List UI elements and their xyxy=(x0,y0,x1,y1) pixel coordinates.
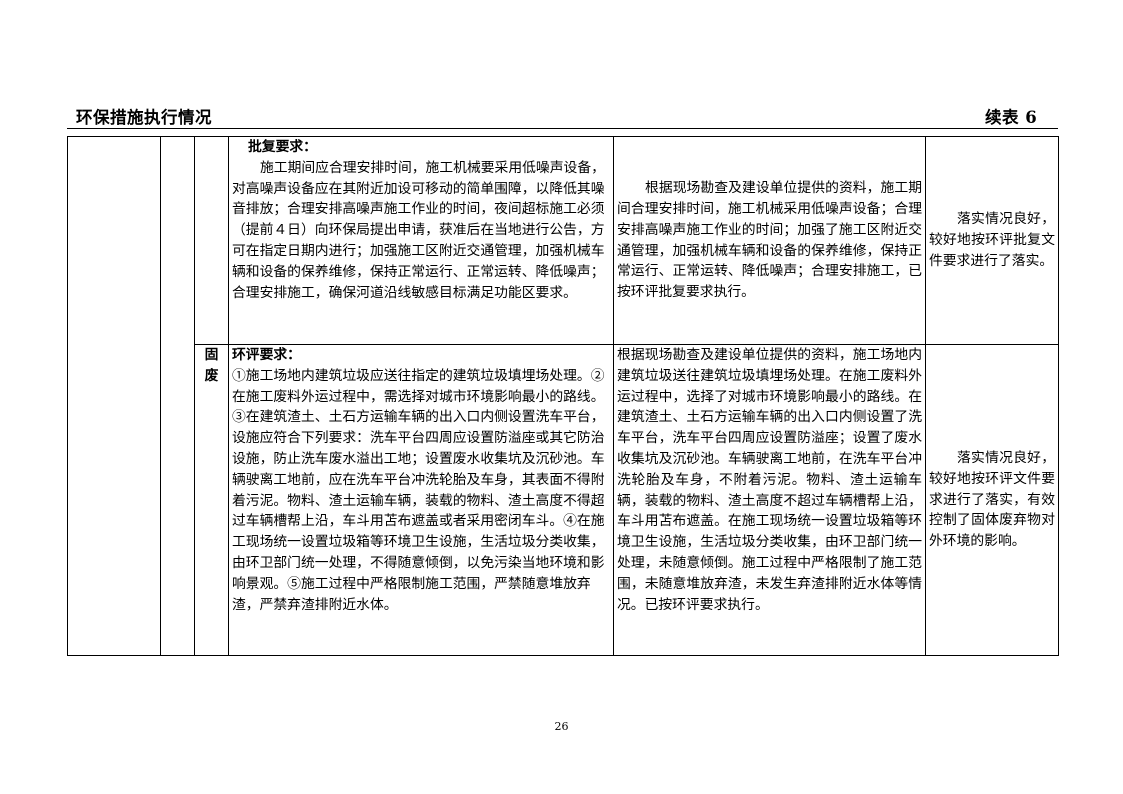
continuation-label: 续表 6 xyxy=(985,108,1038,127)
blank-cell-outer xyxy=(67,136,161,656)
implementation-cell: 根据现场勘查及建设单位提供的资料，施工期间合理安排时间，施工机械采用低噪声设备；… xyxy=(613,136,926,345)
implementation-cell: 根据现场勘查及建设单位提供的资料，施工场地内建筑垃圾送往建筑垃圾填埋场处理。在施… xyxy=(613,344,926,656)
implementation-text: 根据现场勘查及建设单位提供的资料，施工场地内建筑垃圾送往建筑垃圾填埋场处理。在施… xyxy=(617,347,922,613)
header-rule xyxy=(67,128,1058,129)
implementation-text: 根据现场勘查及建设单位提供的资料，施工期间合理安排时间，施工机械采用低噪声设备；… xyxy=(617,180,922,301)
conclusion-text: 落实情况良好，较好地按环评文件要求进行了落实，有效控制了固体废弃物对外环境的影响… xyxy=(929,450,1055,550)
table-row: 批复要求： 施工期间应合理安排时间，施工机械要采用低噪声设备，对高噪声设备应在其… xyxy=(67,136,1059,656)
conclusion-cell: 落实情况良好，较好地按环评文件要求进行了落实，有效控制了固体废弃物对外环境的影响… xyxy=(925,344,1059,656)
table-row: 固 废 环评要求： ①施工场地内建筑垃圾应送往指定的建筑垃圾填埋场处理。②在施工… xyxy=(68,344,1059,656)
requirement-cell: 环评要求： ①施工场地内建筑垃圾应送往指定的建筑垃圾填埋场处理。②在施工废料外运… xyxy=(228,344,614,656)
category-cell: 固 废 xyxy=(194,344,229,656)
requirement-title: 批复要求： xyxy=(248,139,317,155)
requirement-body: ①施工场地内建筑垃圾应送往指定的建筑垃圾填埋场处理。②在施工废料外运过程中，需选… xyxy=(232,367,605,613)
requirement-title: 环评要求： xyxy=(232,347,301,363)
category-cell xyxy=(194,136,229,345)
conclusion-cell: 落实情况良好，较好地按环评批复文件要求进行了落实。 xyxy=(925,136,1059,345)
section-title: 环保措施执行情况 xyxy=(76,108,212,127)
requirement-body: 施工期间应合理安排时间，施工机械要采用低噪声设备，对高噪声设备应在其附近加设可移… xyxy=(232,159,605,301)
blank-cell-inner xyxy=(160,136,195,656)
page-number: 26 xyxy=(554,720,569,733)
requirement-cell: 批复要求： 施工期间应合理安排时间，施工机械要采用低噪声设备，对高噪声设备应在其… xyxy=(228,136,614,345)
measures-table: 批复要求： 施工期间应合理安排时间，施工机械要采用低噪声设备，对高噪声设备应在其… xyxy=(67,136,1059,656)
conclusion-text: 落实情况良好，较好地按环评批复文件要求进行了落实。 xyxy=(929,211,1055,269)
